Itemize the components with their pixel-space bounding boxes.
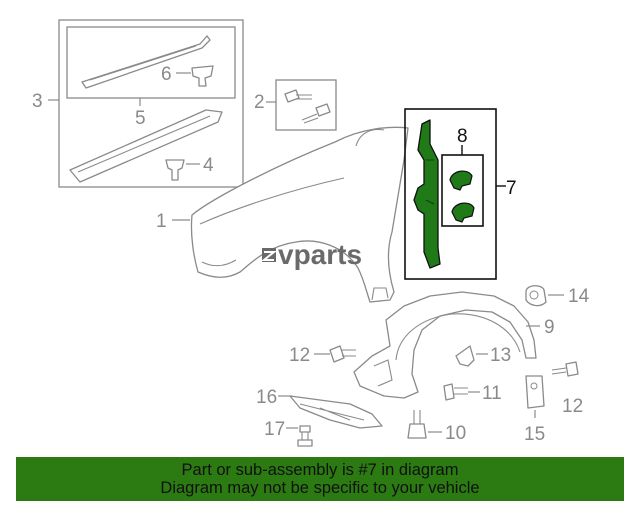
callout-3: 3: [32, 91, 43, 112]
callout-11: 11: [482, 383, 502, 404]
part-8-clips[interactable]: [449, 170, 475, 223]
highlight-notice-banner: Part or sub-assembly is #7 in diagram Di…: [16, 457, 624, 501]
callout-12b: 12: [562, 396, 583, 417]
part-7-seal[interactable]: [413, 119, 441, 269]
part-1-fender[interactable]: [190, 126, 409, 303]
callout-7: 7: [506, 178, 517, 199]
part-12-bolt-left[interactable]: [329, 345, 356, 363]
part-14-nut[interactable]: [525, 285, 547, 307]
banner-line-1: Part or sub-assembly is #7 in diagram: [181, 461, 459, 479]
group-box-5: [66, 26, 236, 99]
callout-16: 16: [256, 387, 277, 408]
part-11-screw[interactable]: [443, 383, 468, 401]
group-box-2: [275, 79, 337, 131]
group-box-3: [58, 19, 244, 188]
banner-line-2: Diagram may not be specific to your vehi…: [160, 479, 480, 497]
vparts-logo-text: vparts: [278, 239, 362, 270]
part-9-fender-liner[interactable]: [353, 291, 537, 399]
part-12-bolt-right[interactable]: [551, 361, 579, 377]
callout-10: 10: [445, 423, 466, 444]
part-4-clip[interactable]: [165, 159, 185, 181]
callout-12a: 12: [289, 345, 310, 366]
callout-1: 1: [156, 211, 167, 232]
callout-15: 15: [524, 424, 545, 445]
part-2-bolts[interactable]: [284, 89, 331, 124]
callout-4: 4: [203, 155, 214, 176]
callout-6: 6: [161, 64, 172, 85]
part-16-shield[interactable]: [289, 395, 383, 429]
vparts-logo: vparts: [261, 239, 362, 270]
callout-17: 17: [264, 419, 285, 440]
group-box-7: [404, 108, 497, 280]
part-17-bolt[interactable]: [297, 425, 313, 447]
part-10-bolt[interactable]: [407, 410, 427, 439]
part-15-bracket[interactable]: [525, 375, 545, 409]
part-13-clip[interactable]: [455, 345, 475, 367]
callout-13: 13: [490, 345, 511, 366]
part-5-moulding[interactable]: [81, 35, 211, 89]
exploded-parts-diagram: 6 4 5 3 2 1 vparts: [32, 19, 590, 447]
callout-14: 14: [568, 286, 590, 307]
part-3-garnish[interactable]: [69, 109, 223, 183]
part-6-clip[interactable]: [191, 65, 214, 87]
callout-2: 2: [254, 92, 265, 113]
callout-9: 9: [544, 317, 555, 338]
callout-5: 5: [135, 108, 146, 129]
callout-8: 8: [457, 126, 468, 147]
